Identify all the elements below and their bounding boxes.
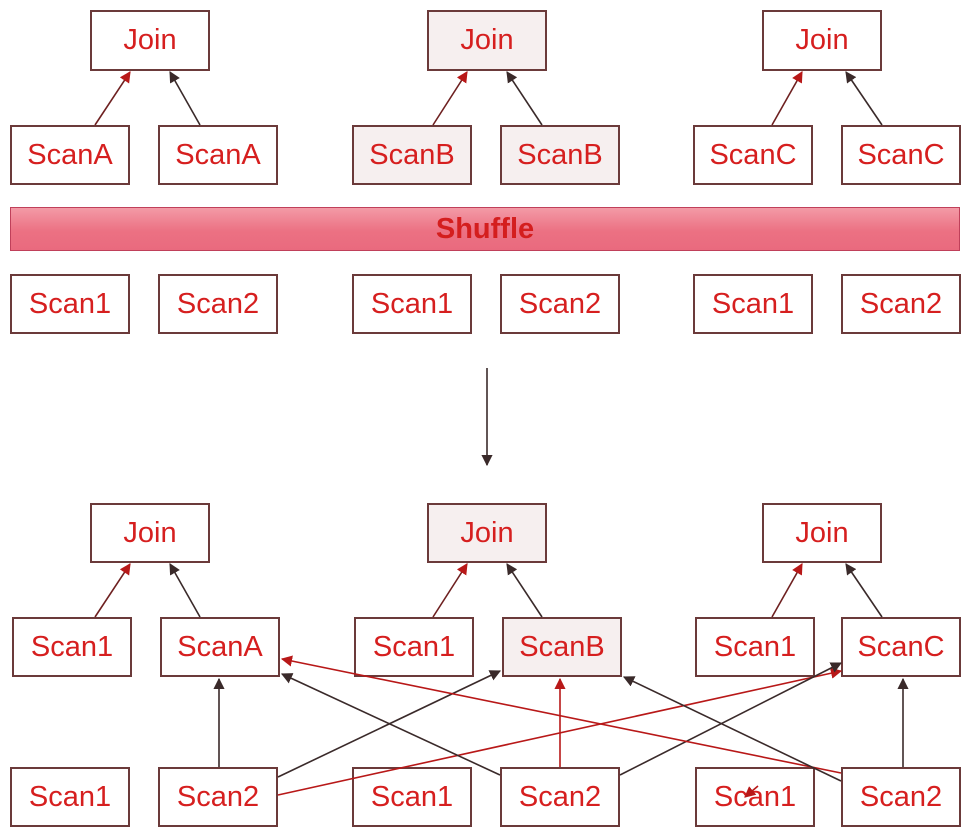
edge-top-scana1-join1 <box>94 71 131 126</box>
top-join-1: Join <box>90 10 210 71</box>
shuffle-bar: Shuffle <box>10 207 960 251</box>
top-scan-b-1: ScanB <box>352 125 472 185</box>
edge-base-scan2c-scanb <box>622 676 842 782</box>
edge-top-scanb1-join2 <box>432 71 468 126</box>
top-scan-b-2: ScanB <box>500 125 620 185</box>
top-source-scan1-3: Scan1 <box>693 274 813 334</box>
edge-base-scan2a-scanc <box>277 667 843 796</box>
bottom-mid-scan1-1: Scan1 <box>12 617 132 677</box>
top-join-2: Join <box>427 10 547 71</box>
bottom-join-1: Join <box>90 503 210 563</box>
top-source-scan1-1: Scan1 <box>10 274 130 334</box>
edge-bot-scan1-join1 <box>94 563 131 618</box>
edge-bot-scana-join1 <box>169 563 201 618</box>
bottom-join-2: Join <box>427 503 547 563</box>
edge-bot-scan1-join3 <box>771 563 803 618</box>
bottom-base-scan1-1: Scan1 <box>10 767 130 827</box>
edge-base-scan2b-scana <box>280 673 501 776</box>
bottom-mid-scan1-2: Scan1 <box>354 617 474 677</box>
edge-top-scana2-join1 <box>169 71 201 126</box>
top-scan-a-2: ScanA <box>158 125 278 185</box>
edge-fragment <box>744 785 759 798</box>
edge-bot-scan1-join2 <box>432 563 468 618</box>
top-scan-c-2: ScanC <box>841 125 961 185</box>
bottom-join-3: Join <box>762 503 882 563</box>
top-scan-c-1: ScanC <box>693 125 813 185</box>
edge-base-scan2b-scanc <box>619 662 842 776</box>
top-join-3: Join <box>762 10 882 71</box>
edge-top-scanc2-join3 <box>845 71 883 126</box>
bottom-base-scan1-2: Scan1 <box>352 767 472 827</box>
bottom-mid-scan1-3: Scan1 <box>695 617 815 677</box>
bottom-base-scan2-1: Scan2 <box>158 767 278 827</box>
bottom-mid-scan-a: ScanA <box>160 617 280 677</box>
top-source-scan2-1: Scan2 <box>158 274 278 334</box>
edge-bot-scanb-join2 <box>506 563 543 618</box>
bottom-mid-scan-b: ScanB <box>502 617 622 677</box>
edge-top-scanb2-join2 <box>506 71 543 126</box>
edge-bot-scanc-join3 <box>845 563 883 618</box>
top-scan-a-1: ScanA <box>10 125 130 185</box>
edge-base-scan2c-scana <box>280 655 842 774</box>
edge-top-scanc1-join3 <box>771 71 803 126</box>
bottom-base-scan2-3: Scan2 <box>841 767 961 827</box>
top-source-scan2-2: Scan2 <box>500 274 620 334</box>
bottom-base-scan2-2: Scan2 <box>500 767 620 827</box>
top-source-scan1-2: Scan1 <box>352 274 472 334</box>
top-source-scan2-3: Scan2 <box>841 274 961 334</box>
bottom-mid-scan-c: ScanC <box>841 617 961 677</box>
